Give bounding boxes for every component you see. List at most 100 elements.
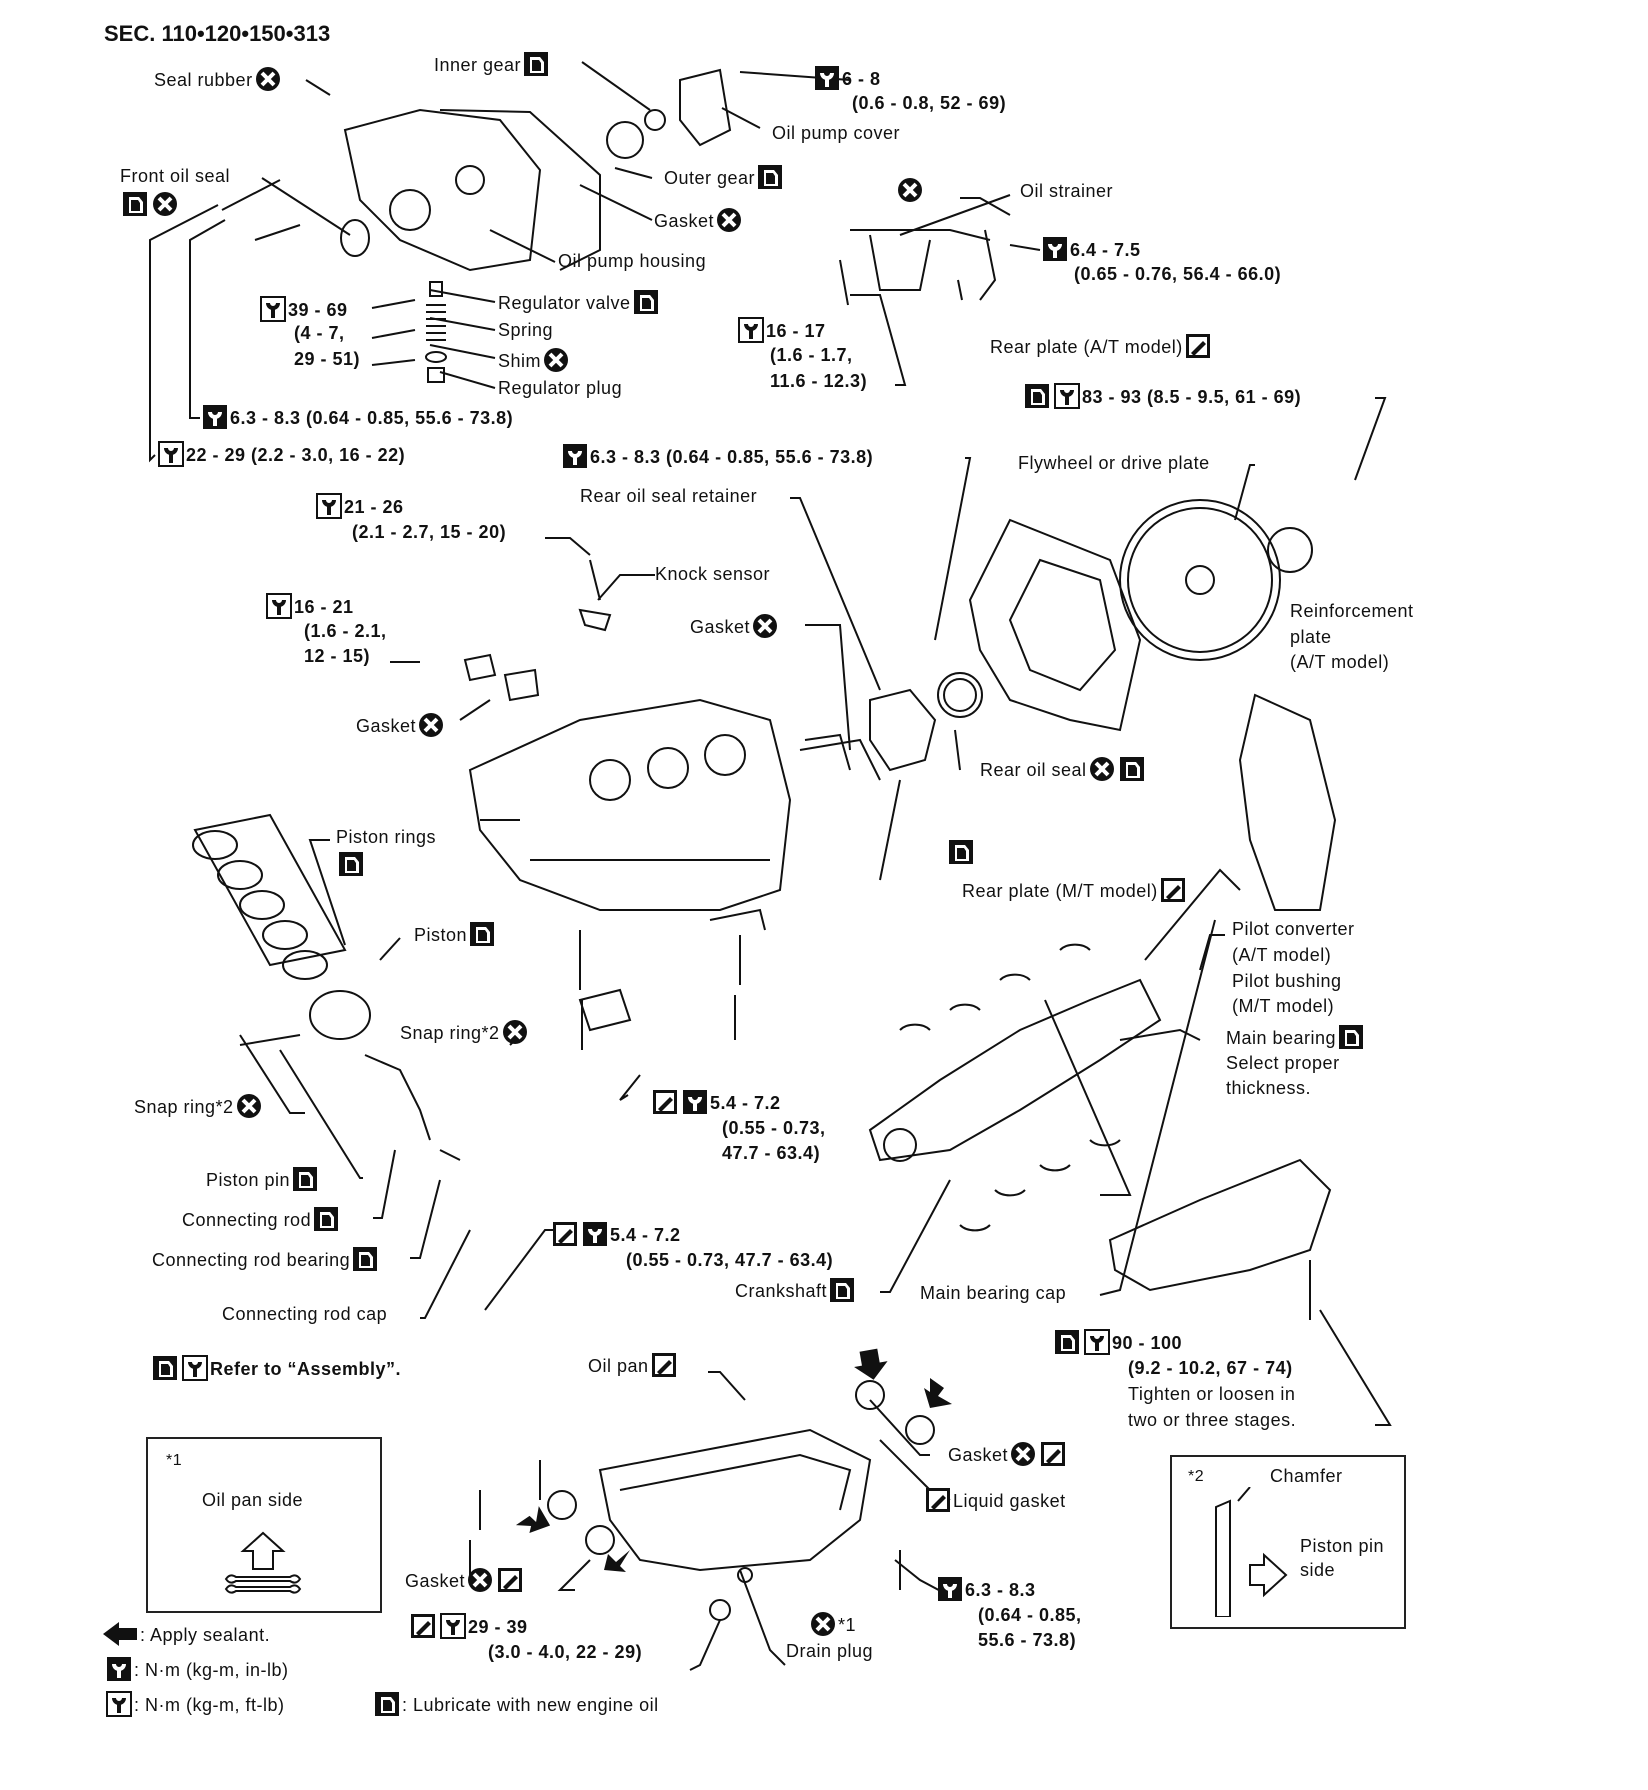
note-box-oil-pan-side: *1 Oil pan side	[146, 1437, 382, 1613]
oil-can-icon	[633, 290, 658, 314]
label-torque-39: 39 - 69	[258, 296, 348, 322]
part-sketches	[192, 68, 1337, 1621]
torque-inlb-icon	[563, 444, 587, 468]
label-torque-29-39: 29 - 39	[408, 1613, 528, 1639]
label-main-bearing-3: thickness.	[1226, 1078, 1312, 1098]
note1-ref: *1	[166, 1452, 183, 1469]
label-piston: Piston	[414, 922, 497, 947]
label-pilot-bushing: Pilot bushing	[1232, 971, 1342, 991]
label-regulator-plug: Regulator plug	[498, 378, 623, 398]
label-torque-90-3: Tighten or loosen in	[1128, 1384, 1296, 1404]
oil-can-icon	[353, 1247, 378, 1271]
strainer-replace	[895, 176, 925, 204]
label-rear-oil-seal: Rear oil seal	[980, 755, 1147, 783]
sealant-icon	[1160, 878, 1185, 902]
label-rear-plate-mt: Rear plate (M/T model)	[962, 878, 1188, 903]
label-main-bearing-cap: Main bearing cap	[920, 1283, 1067, 1303]
label-pilot-converter-2: (A/T model)	[1232, 945, 1332, 965]
replace-icon	[542, 346, 571, 374]
label-pilot-converter: Pilot converter	[1232, 919, 1355, 939]
label-torque-22: 22 - 29 (2.2 - 3.0, 16 - 22)	[156, 441, 405, 467]
sealant-arrows	[515, 1348, 952, 1572]
label-torque-63-left: 6.3 - 8.3 (0.64 - 0.85, 55.6 - 73.8)	[200, 405, 513, 430]
sealant-arrow-icon	[103, 1622, 137, 1646]
oil-can-icon	[949, 840, 973, 864]
oil-can-icon	[1339, 1025, 1364, 1049]
label-torque-16-17-2: (1.6 - 1.7,	[770, 345, 853, 365]
replace-icon	[253, 65, 282, 93]
section-title: SEC. 110•120•150•313	[104, 21, 331, 46]
up-arrow-icon	[224, 1531, 302, 1594]
torque-inlb-icon	[583, 1222, 607, 1246]
label-reinforcement: Reinforcement	[1290, 601, 1414, 621]
torque-ftlb-icon	[106, 1691, 132, 1717]
oil-can-icon	[339, 852, 363, 876]
replace-icon	[417, 711, 446, 739]
note-box-chamfer: *2 Chamfer Piston pin side	[1170, 1455, 1406, 1629]
oil-can-icon	[314, 1207, 339, 1231]
label-connecting-rod-bearing: Connecting rod bearing	[152, 1247, 380, 1272]
label-torque-16-17: 16 - 17	[736, 317, 826, 343]
label-crankshaft: Crankshaft	[735, 1278, 857, 1303]
torque-ftlb-icon	[266, 593, 292, 619]
label-snap-ring-left: Snap ring*2	[134, 1092, 264, 1120]
label-torque-54-a-2: (0.55 - 0.73,	[722, 1118, 826, 1138]
label-torque-83: 83 - 93 (8.5 - 9.5, 61 - 69)	[1022, 383, 1301, 409]
label-torque-29-39-2: (3.0 - 4.0, 22 - 29)	[488, 1642, 643, 1662]
label-piston-pin: Piston pin	[206, 1167, 320, 1192]
label-regulator-valve: Regulator valve	[498, 290, 661, 315]
label-torque-90-4: two or three stages.	[1128, 1410, 1297, 1430]
torque-ftlb-icon	[260, 296, 286, 322]
label-torque-39-3: 29 - 51)	[294, 349, 361, 369]
label-gasket-pan-right: Gasket	[948, 1440, 1068, 1468]
replace-icon	[896, 176, 924, 204]
torque-ftlb-icon	[316, 493, 342, 519]
label-gasket-block: Gasket	[356, 711, 446, 739]
legend-torque-ftlb: : N·m (kg-m, ft-lb)	[104, 1691, 285, 1717]
label-gasket-retainer: Gasket	[690, 612, 780, 640]
oil-can-icon	[375, 1692, 399, 1716]
note2-side-2: side	[1300, 1560, 1336, 1580]
torque-inlb-icon	[815, 66, 839, 90]
label-seal-rubber: Seal rubber	[154, 65, 283, 93]
oil-can-icon	[758, 165, 783, 189]
label-spring: Spring	[498, 320, 554, 340]
label-main-bearing: Main bearing	[1226, 1025, 1366, 1050]
sealant-icon	[1185, 334, 1210, 358]
label-oil-pan: Oil pan	[588, 1353, 679, 1378]
torque-inlb-icon	[683, 1090, 707, 1114]
label-oil-strainer: Oil strainer	[1020, 181, 1114, 201]
oil-can-icon	[1025, 384, 1049, 408]
legend-torque-inlb: : N·m (kg-m, in-lb)	[104, 1657, 289, 1682]
label-drain-plug-ref: *1	[808, 1610, 856, 1638]
label-torque-54-a: 5.4 - 7.2	[650, 1090, 781, 1115]
piston-rings-oil	[336, 852, 366, 877]
sealant-icon	[926, 1488, 950, 1512]
torque-inlb-icon	[203, 405, 227, 429]
torque-ftlb-icon	[1054, 383, 1080, 409]
label-torque-strainer: 6.4 - 7.5	[1040, 237, 1141, 262]
replace-icon	[1009, 1440, 1038, 1468]
label-torque-pump-cover: 6 - 8	[812, 66, 881, 91]
torque-ftlb-icon	[440, 1613, 466, 1639]
label-shim: Shim	[498, 346, 571, 374]
torque-inlb-icon	[107, 1657, 131, 1681]
dipstick-oil	[946, 840, 976, 865]
label-torque-90: 90 - 100	[1052, 1329, 1182, 1355]
oil-can-icon	[153, 1356, 177, 1380]
label-torque-16-21-3: 12 - 15)	[304, 646, 371, 666]
label-oil-pump-cover: Oil pump cover	[772, 123, 901, 143]
label-torque-21: 21 - 26	[314, 493, 404, 519]
torque-ftlb-icon	[1084, 1329, 1110, 1355]
torque-ftlb-icon	[738, 317, 764, 343]
label-connecting-rod: Connecting rod	[182, 1207, 341, 1232]
label-piston-rings: Piston rings	[336, 827, 437, 847]
note2-side: Piston pin	[1300, 1536, 1385, 1556]
oil-can-icon	[1055, 1330, 1079, 1354]
label-drain-plug: Drain plug	[786, 1641, 874, 1661]
label-torque-39-2: (4 - 7,	[294, 323, 345, 343]
label-torque-16-17-3: 11.6 - 12.3)	[770, 371, 868, 391]
legend-sealant: : Apply sealant.	[100, 1622, 270, 1647]
replace-icon	[466, 1566, 495, 1594]
